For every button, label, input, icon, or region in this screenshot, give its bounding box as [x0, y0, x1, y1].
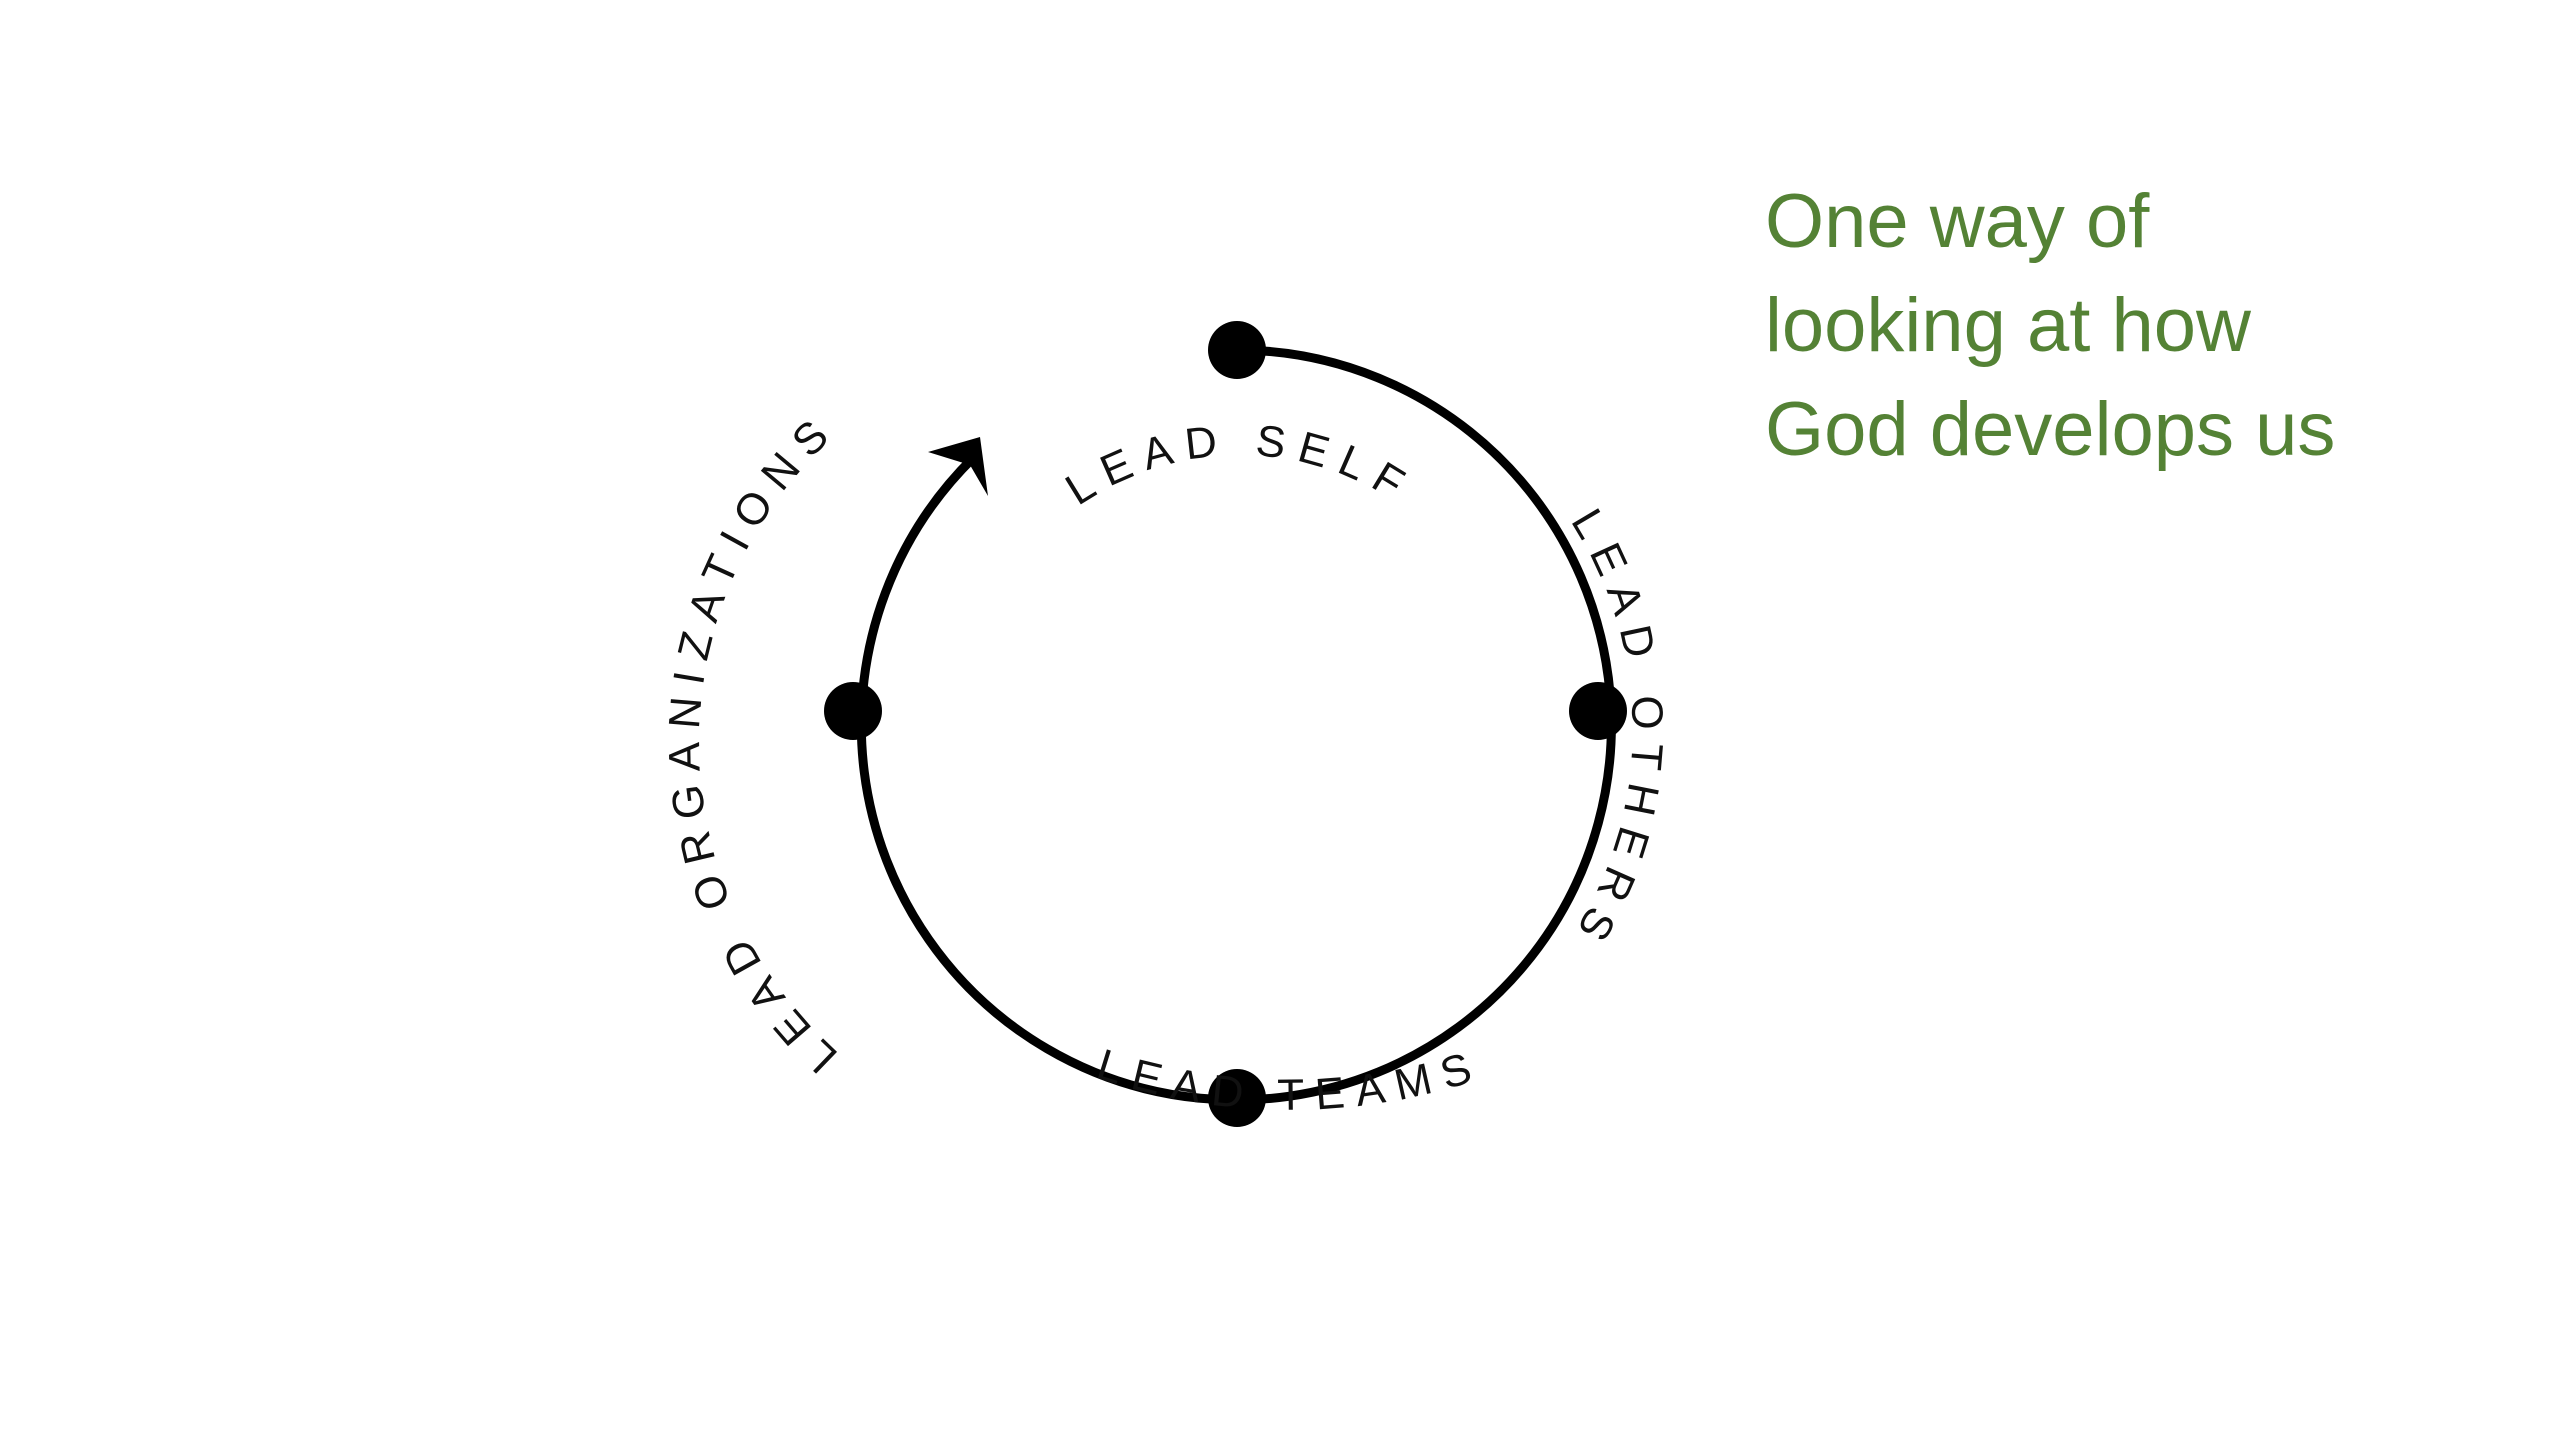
stage-label-lead-self-text: LEAD SELF [1057, 416, 1410, 515]
stage-dot-lead-others [1569, 682, 1627, 740]
headline-line-2: looking at how [1765, 283, 2251, 368]
stage-dot-lead-organizations [824, 682, 882, 740]
stage-label-lead-organizations-text: LEAD ORGANIZATIONS [660, 403, 835, 1083]
stage-label-lead-organizations: LEAD ORGANIZATIONS [660, 403, 847, 1083]
headline-line-1: One way of [1765, 179, 2150, 264]
stage-dot-lead-self [1208, 321, 1266, 379]
stage-dot-lead-teams [1208, 1069, 1266, 1127]
headline-line-3: God develops us [1765, 387, 2336, 472]
arrow-head [928, 437, 988, 496]
cycle-arc [856, 345, 1616, 1105]
slide-headline: One way of looking at how God develops u… [1765, 170, 2485, 482]
stage-label-lead-self: LEAD SELF [1057, 416, 1422, 515]
